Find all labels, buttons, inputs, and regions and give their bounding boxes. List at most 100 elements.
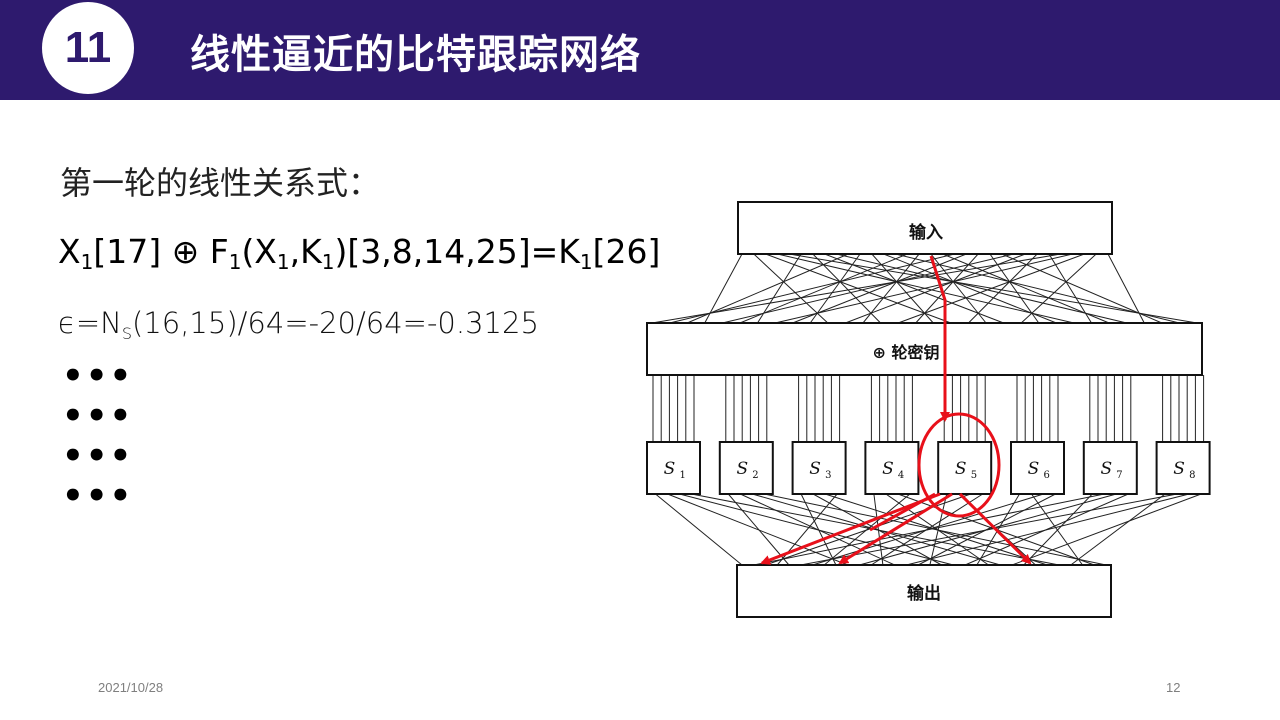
output-bit-branch [869,492,936,532]
sbox-label: S [664,459,676,479]
slide-title: 线性逼近的比特跟踪网络 [190,32,641,78]
wire [800,493,837,566]
sbox-7 [1082,441,1138,495]
linear-equation: X1[17] ⊕ F1(X1,K1)[3,8,14,25]=K1[26] [58,232,661,274]
wire [976,493,1020,566]
wire [1031,493,1083,566]
output-label: 输出 [907,583,941,604]
wire [753,493,1105,566]
bias-equation: ϵ=NS(16,15)/64=-20/64=-0.3125 [58,306,539,343]
title-bar: 11 线性逼近的比特跟踪网络 [0,0,1280,100]
wire [1048,253,1092,324]
wire [873,493,884,566]
wire [942,253,1110,324]
output-bit-arrow [838,492,953,565]
sbox-6 [1010,441,1065,495]
wire [1107,253,1145,324]
wire [667,493,848,566]
section-number-badge: 11 [42,2,134,94]
wire [800,493,1178,566]
wire [809,253,861,324]
wire [753,253,829,324]
wire [1070,493,1166,566]
wire [895,253,1180,324]
sbox-label: S [1100,459,1112,479]
sbox-to-output-wires [655,493,1202,566]
wire [915,253,979,324]
sbox-label-sub: 2 [752,470,758,481]
sbox-8 [1155,441,1211,495]
wire [824,253,1004,324]
sbox-4 [864,441,920,495]
output-bit-arrow [958,492,1032,565]
input-label: 输入 [909,222,943,243]
wire [862,253,920,324]
sbox-2 [718,441,774,495]
input-to-key-wires [651,253,1198,324]
page-number: 12 [1166,680,1181,695]
ellipsis-row: ••• [62,356,134,396]
sbox-label-sub: 4 [898,470,904,481]
footer-date: 2021/10/28 [98,680,164,695]
sbox-label-sub: 3 [825,470,831,481]
sbox-label: S [809,459,821,479]
s5-highlight-circle [917,412,1001,518]
round-key-label: ⊕ 轮密钥 [873,343,940,362]
wire [897,253,1085,324]
wire [655,493,743,566]
wire [885,493,989,566]
sbox-label-sub: 8 [1189,470,1195,481]
wire [812,253,881,324]
sbox-label-sub: 5 [971,470,977,481]
wire [812,493,942,566]
round-key-box [646,322,1203,376]
wire [686,253,849,324]
wire [752,493,1001,566]
sbox-label: S [1028,459,1040,479]
wire [1001,253,1163,324]
wire [669,253,955,324]
input-box [737,201,1113,255]
wire [929,493,948,566]
wire [824,493,1048,566]
wire [774,253,1073,324]
sbox-label: S [955,459,967,479]
relation-heading: 第一轮的线性关系式： [60,164,381,202]
wire [722,253,1014,324]
ellipsis-row: ••• [62,436,134,476]
wire [989,253,1040,324]
sbox-label: S [736,459,748,479]
wire [1011,493,1202,566]
sbox-label-sub: 1 [680,470,686,481]
sbox-label-sub: 7 [1116,470,1122,481]
input-bit-arrow [929,255,950,422]
output-bit-arrow [760,492,941,565]
ellipsis-row: ••• [62,396,134,436]
wire [765,493,971,566]
wire [968,253,1038,324]
wire [906,493,1190,566]
sbox-label: S [882,459,894,479]
wire [740,493,895,566]
sbox-label-sub: 6 [1044,470,1050,481]
wire [704,253,743,324]
wire [727,493,790,566]
key-to-sbox-wires [652,375,1205,442]
wire [739,253,908,324]
ellipsis-row: ••• [62,476,134,516]
wire [883,253,1057,324]
wire [1020,253,1097,324]
sbox-label: S [1173,459,1185,479]
output-box [736,564,1112,618]
wire [792,253,967,324]
wire [1023,493,1093,566]
wire [651,253,1061,324]
wire [871,253,934,324]
sbox-1 [646,441,701,495]
wire [836,253,1127,324]
wire [757,253,802,324]
sbox-5 [937,441,993,495]
tracked-bit-path [760,255,1032,565]
